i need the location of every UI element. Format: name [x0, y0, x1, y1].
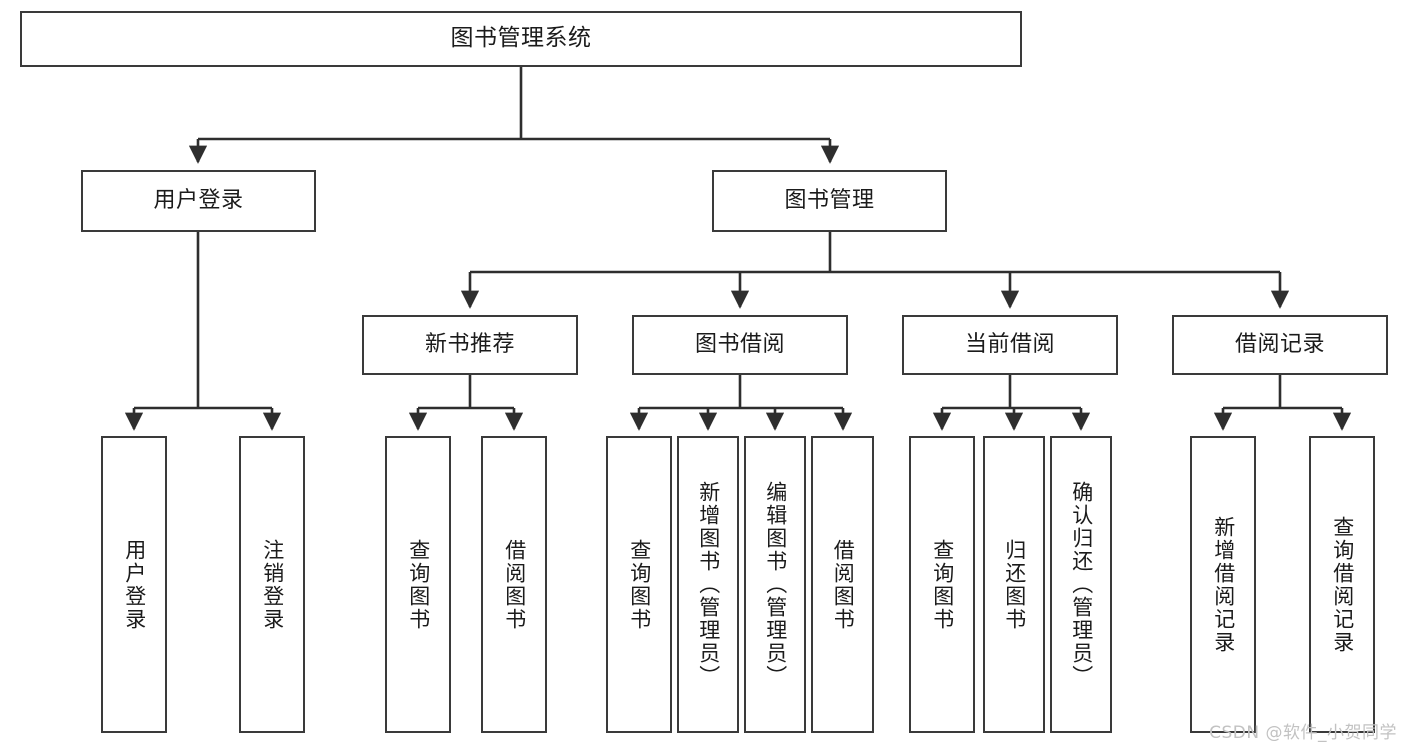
node-label: 用户登录 — [122, 538, 147, 631]
node-leaf-add-borrow-record[interactable]: 新增借阅记录 — [1190, 436, 1256, 733]
node-label: 确认归还（管理员） — [1069, 481, 1094, 688]
node-label: 借阅记录 — [1234, 331, 1325, 357]
node-label: 用户登录 — [153, 187, 244, 213]
node-leaf-query-book-1[interactable]: 查询图书 — [385, 436, 451, 733]
node-label: 图书管理 — [784, 187, 875, 213]
node-label: 借阅图书 — [502, 538, 527, 631]
node-label: 查询借阅记录 — [1330, 515, 1355, 654]
node-leaf-logout-login[interactable]: 注销登录 — [239, 436, 305, 733]
node-leaf-borrow-book-1[interactable]: 借阅图书 — [481, 436, 547, 733]
node-label: 图书借阅 — [694, 331, 785, 357]
node-borrow-record[interactable]: 借阅记录 — [1172, 315, 1388, 375]
node-new-book-recommend[interactable]: 新书推荐 — [362, 315, 578, 375]
node-leaf-confirm-return[interactable]: 确认归还（管理员） — [1050, 436, 1112, 733]
node-label: 新增借阅记录 — [1211, 515, 1236, 654]
node-label: 归还图书 — [1002, 538, 1027, 631]
csdn-watermark: CSDN @软件_小贺同学 — [1209, 723, 1397, 743]
node-label: 图书管理系统 — [450, 25, 592, 52]
node-label: 编辑图书（管理员） — [763, 481, 788, 688]
node-leaf-query-borrow-record[interactable]: 查询借阅记录 — [1309, 436, 1375, 733]
node-leaf-user-login[interactable]: 用户登录 — [101, 436, 167, 733]
node-label: 新增图书（管理员） — [696, 481, 721, 688]
node-leaf-query-book-2[interactable]: 查询图书 — [606, 436, 672, 733]
node-label: 查询图书 — [406, 538, 431, 631]
node-book-manage[interactable]: 图书管理 — [712, 170, 947, 232]
node-label: 查询图书 — [930, 538, 955, 631]
node-label: 当前借阅 — [964, 331, 1055, 357]
node-leaf-query-book-3[interactable]: 查询图书 — [909, 436, 975, 733]
node-user-login[interactable]: 用户登录 — [81, 170, 316, 232]
node-library-management-system[interactable]: 图书管理系统 — [20, 11, 1022, 67]
node-label: 注销登录 — [260, 538, 285, 631]
node-label: 新书推荐 — [424, 331, 515, 357]
node-book-borrow[interactable]: 图书借阅 — [632, 315, 848, 375]
node-current-borrow[interactable]: 当前借阅 — [902, 315, 1118, 375]
node-leaf-add-book-admin[interactable]: 新增图书（管理员） — [677, 436, 739, 733]
node-label: 查询图书 — [627, 538, 652, 631]
node-leaf-edit-book-admin[interactable]: 编辑图书（管理员） — [744, 436, 806, 733]
node-leaf-borrow-book-2[interactable]: 借阅图书 — [811, 436, 874, 733]
node-leaf-return-book[interactable]: 归还图书 — [983, 436, 1045, 733]
node-label: 借阅图书 — [831, 538, 856, 631]
